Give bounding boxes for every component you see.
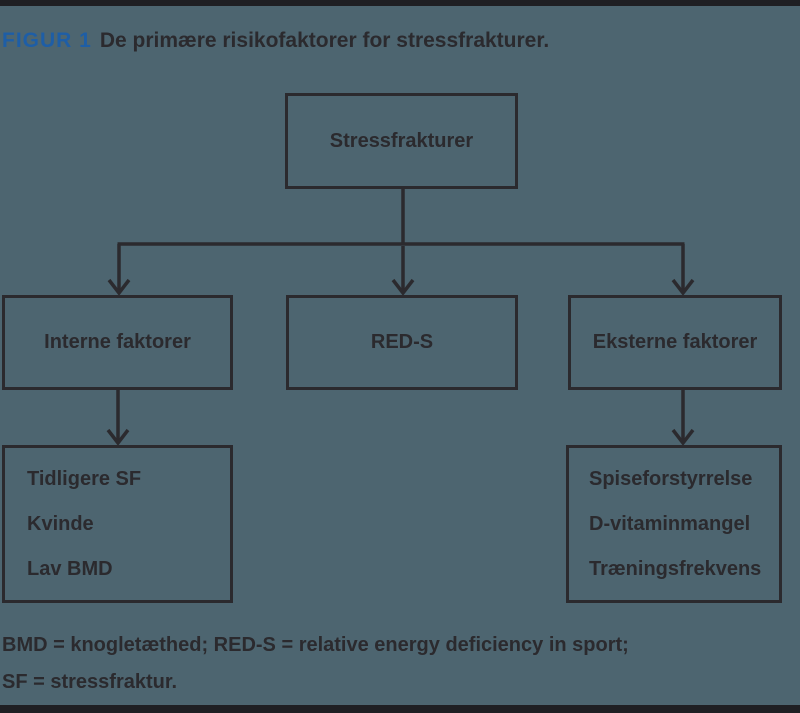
node-eksterne-faktorer: Eksterne faktorer xyxy=(568,295,782,390)
node-red-s: RED-S xyxy=(286,295,518,390)
node-interne-faktorer-label: Interne faktorer xyxy=(44,331,191,353)
node-eksterne-faktorer-items: Spiseforstyrrelse D-vitaminmangel Trænin… xyxy=(566,445,782,603)
list-item: Tidligere SF xyxy=(27,467,142,490)
node-interne-faktorer-items: Tidligere SF Kvinde Lav BMD xyxy=(2,445,233,603)
top-rule xyxy=(0,0,800,6)
node-interne-faktorer: Interne faktorer xyxy=(2,295,233,390)
list-item: D-vitaminmangel xyxy=(589,512,751,535)
node-stressfrakturer: Stressfrakturer xyxy=(285,93,518,189)
node-eksterne-faktorer-label: Eksterne faktorer xyxy=(592,331,758,353)
figure-label: FIGUR 1 xyxy=(2,29,92,52)
list-item: Træningsfrekvens xyxy=(589,557,762,580)
footnote: BMD = knogletæthed; RED-S = relative ene… xyxy=(2,627,792,701)
list-item: Kvinde xyxy=(27,512,94,535)
node-stressfrakturer-label: Stressfrakturer xyxy=(329,129,474,152)
footnote-line-1: BMD = knogletæthed; RED-S = relative ene… xyxy=(2,634,629,656)
node-red-s-label: RED-S xyxy=(370,331,434,353)
footnote-line-2: SF = stressfraktur. xyxy=(2,671,178,693)
figure-heading: FIGUR 1 De primære risikofaktorer for str… xyxy=(2,28,549,54)
figure-title: De primære risikofaktorer for stressfrak… xyxy=(99,29,550,52)
list-item: Spiseforstyrrelse xyxy=(589,467,753,490)
list-item: Lav BMD xyxy=(27,557,113,580)
bottom-rule xyxy=(0,705,800,713)
